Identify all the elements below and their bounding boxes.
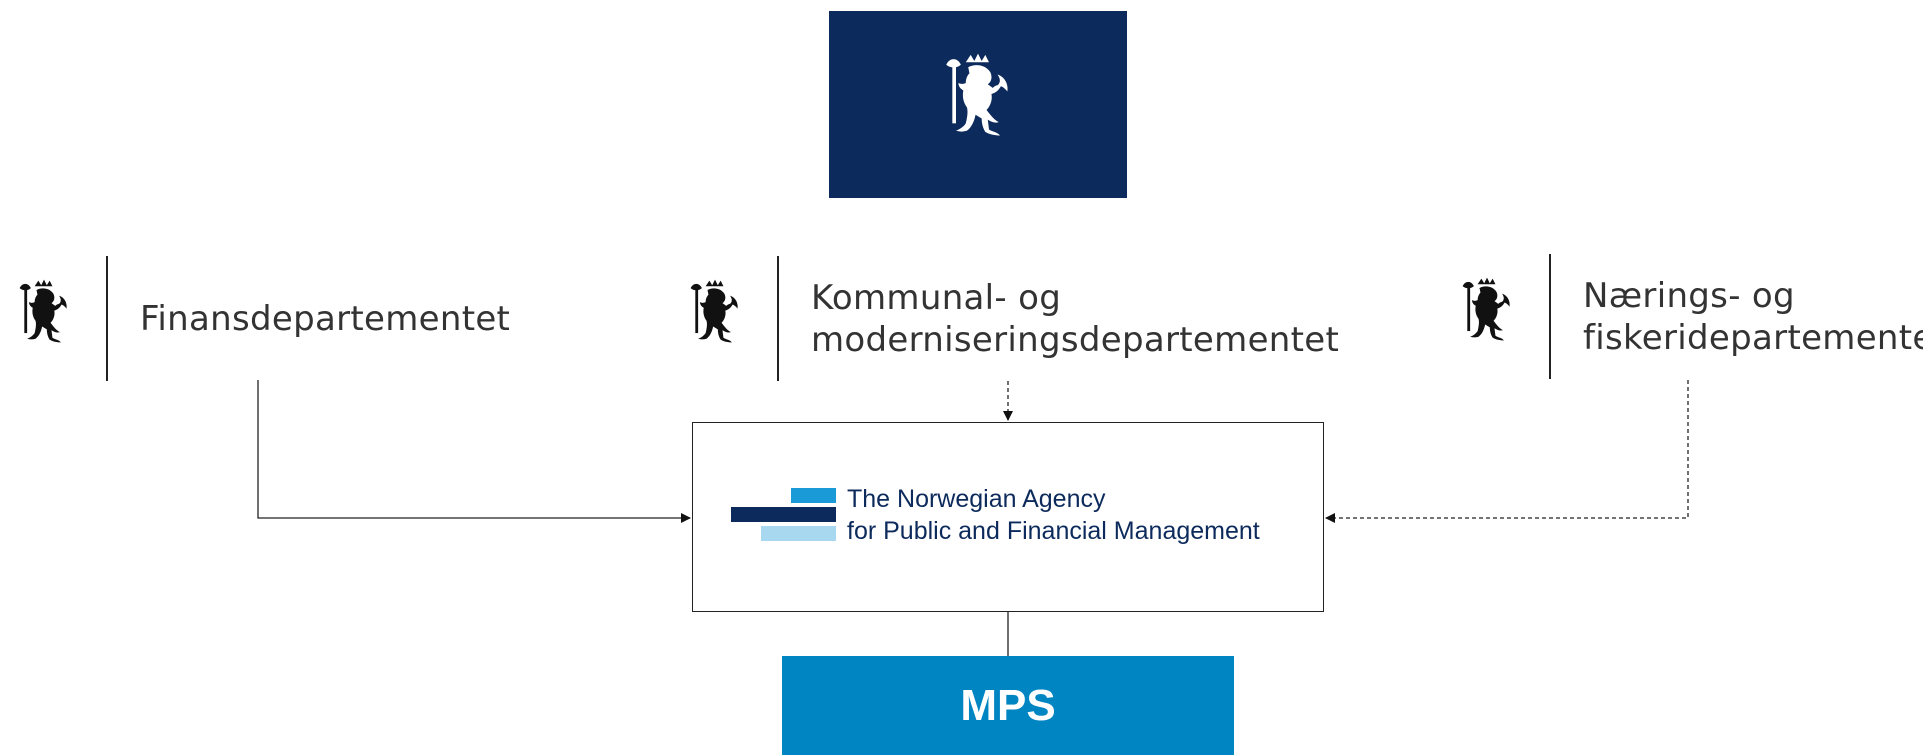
agency-name: The Norwegian Agency for Public and Fina… [847,483,1260,547]
ministry-name: Finansdepartementet [140,298,510,340]
ministry-name-line: Nærings- og [1583,275,1795,316]
mps-box: MPS [782,656,1234,755]
ministry-naerings-og-fiskeridepartementet: Nærings- og fiskeridepartementet [1455,254,1923,379]
norwegian-lion-coat-of-arms-icon [946,53,1008,136]
agency-name-line1: The Norwegian Agency [847,485,1106,513]
norwegian-lion-icon [12,274,76,364]
agency-name-line2: for Public and Financial Management [847,517,1260,545]
agency-box: The Norwegian Agency for Public and Fina… [692,422,1324,612]
ministry-name-line: fiskeridepartementet [1583,317,1923,358]
finans-connector [257,380,691,523]
mps-label: MPS [960,680,1056,730]
ministry-name: Nærings- og fiskeridepartementet [1583,275,1923,359]
government-emblem [829,11,1127,198]
ministry-name-line: Kommunal- og [811,277,1062,318]
ministry-kommunal-og-moderniseringsdepartementet: Kommunal- og moderniseringsdepartementet [683,256,1339,381]
nfd-connector [1325,380,1689,523]
logo-bar-bottom [761,526,836,541]
separator-bar [1549,254,1551,379]
norwegian-lion-icon [1455,272,1519,362]
logo-bar-top [791,488,836,503]
ministry-finansdepartementet: Finansdepartementet [12,256,510,381]
ministry-name: Kommunal- og moderniseringsdepartementet [811,277,1339,361]
norwegian-lion-icon [683,274,747,364]
separator-bar [777,256,779,381]
agency-logo-icon [731,488,836,544]
separator-bar [106,256,108,381]
logo-bar-middle [731,507,836,522]
ministry-name-line: moderniseringsdepartementet [811,319,1340,360]
ministry-name-line: Finansdepartementet [140,298,511,339]
